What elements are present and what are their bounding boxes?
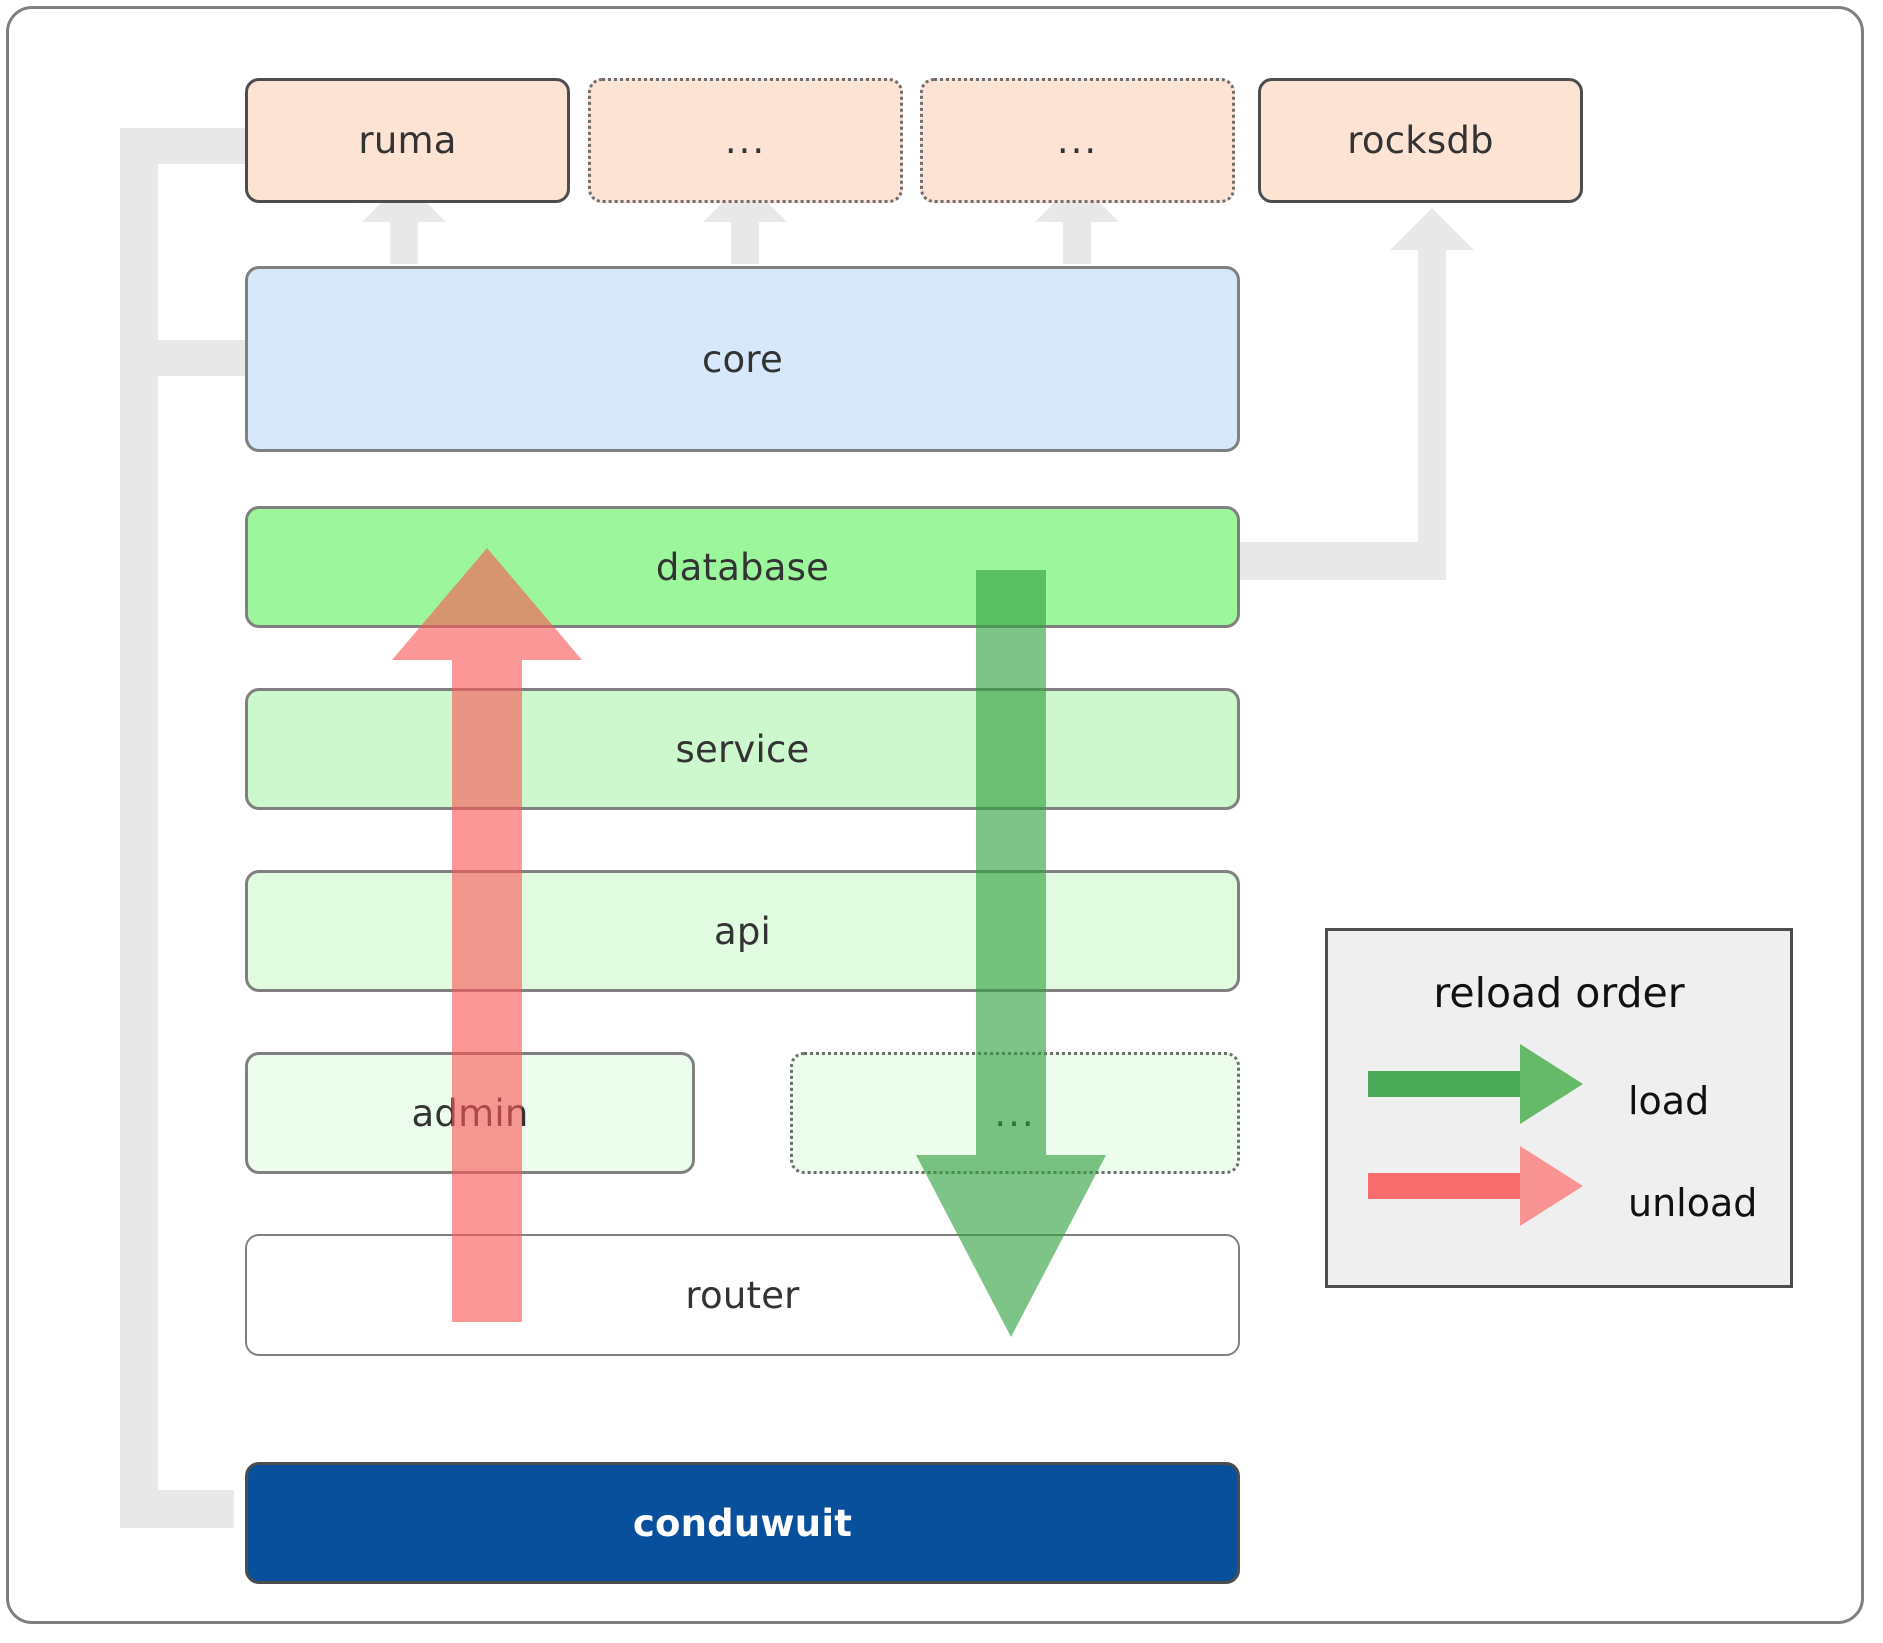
- node-dots-mid: ...: [790, 1052, 1240, 1174]
- node-rocksdb: rocksdb: [1258, 78, 1583, 203]
- node-ruma: ruma: [245, 78, 570, 203]
- node-core: core: [245, 266, 1240, 452]
- node-dots-top-2-label: ...: [1056, 119, 1099, 162]
- legend-box: reload order load unload: [1325, 928, 1793, 1288]
- node-admin: admin: [245, 1052, 695, 1174]
- node-database-label: database: [655, 545, 830, 589]
- node-router: router: [245, 1234, 1240, 1356]
- legend-arrow-icons: [1368, 1044, 1583, 1226]
- node-dots-top-1-label: ...: [724, 119, 767, 162]
- legend-label-unload: unload: [1628, 1181, 1758, 1225]
- load-arrow-icon: [1368, 1044, 1583, 1124]
- node-admin-label: admin: [411, 1091, 529, 1135]
- node-dots-mid-label: ...: [994, 1091, 1036, 1135]
- legend-label-load: load: [1628, 1079, 1710, 1123]
- node-database: database: [245, 506, 1240, 628]
- node-conduwuit-label: conduwuit: [632, 1501, 853, 1545]
- node-service-label: service: [675, 727, 810, 771]
- node-router-label: router: [685, 1273, 800, 1317]
- node-dots-top-2: ...: [920, 78, 1235, 203]
- node-dots-top-1: ...: [588, 78, 903, 203]
- legend-title: reload order: [1433, 969, 1685, 1017]
- unload-arrow-icon: [1368, 1146, 1583, 1226]
- node-ruma-label: ruma: [358, 119, 457, 162]
- node-conduwuit: conduwuit: [245, 1462, 1240, 1584]
- node-service: service: [245, 688, 1240, 810]
- diagram-frame: [6, 6, 1864, 1624]
- node-api-label: api: [713, 909, 772, 953]
- node-api: api: [245, 870, 1240, 992]
- node-core-label: core: [702, 337, 783, 381]
- node-rocksdb-label: rocksdb: [1347, 119, 1494, 162]
